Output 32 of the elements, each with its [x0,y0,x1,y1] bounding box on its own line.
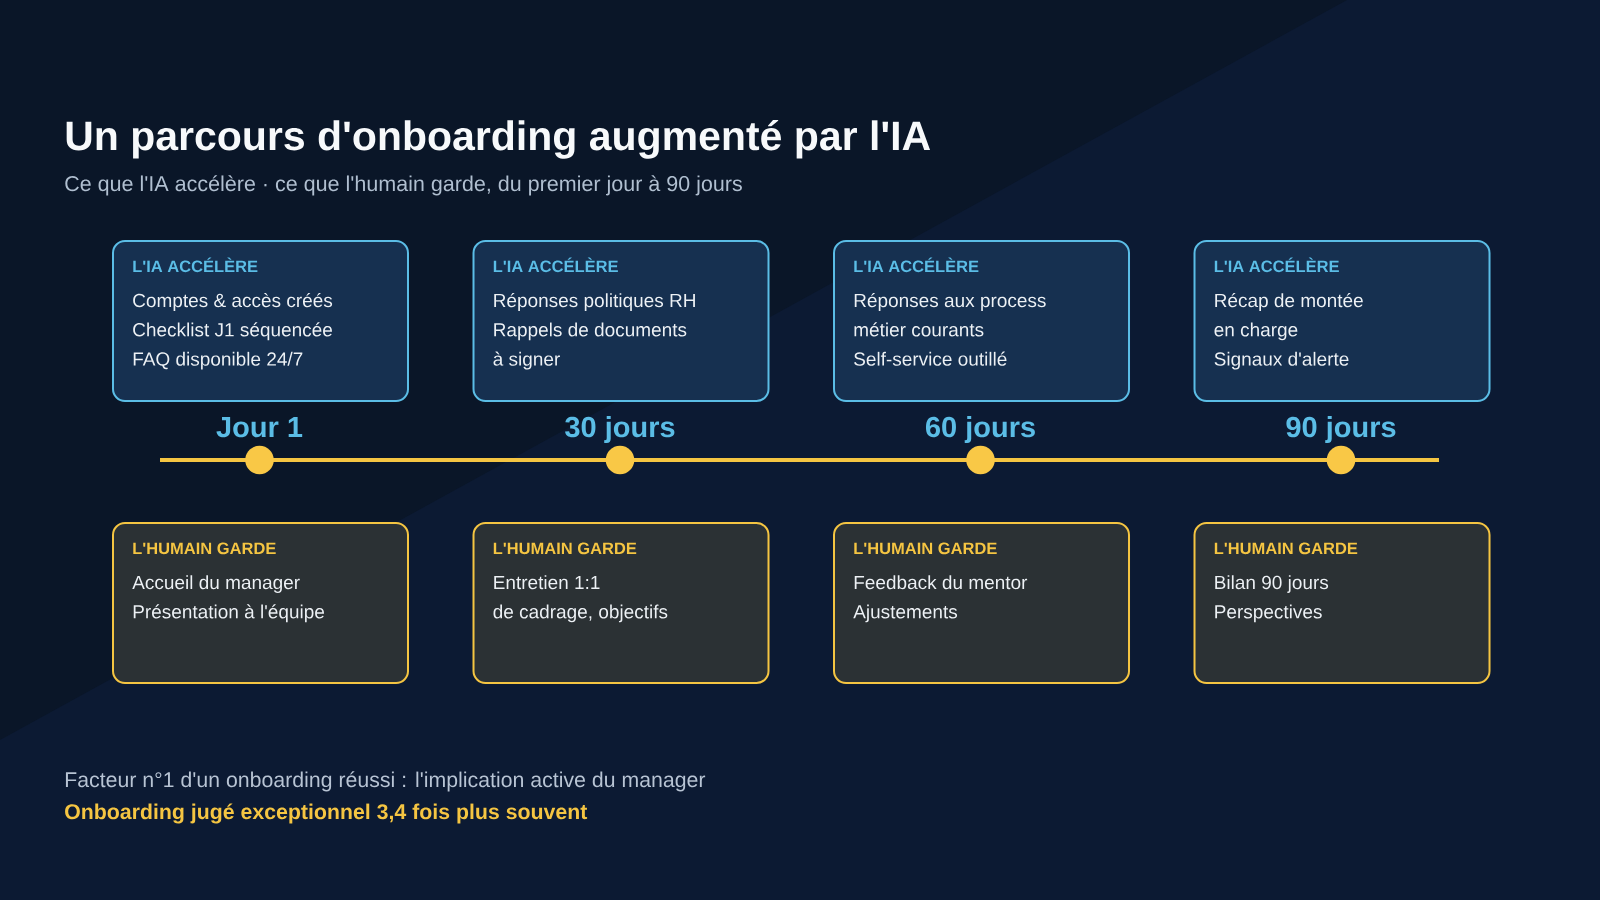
list-item: Comptes & accès créés [133,293,333,311]
list-item: Signaux d'alerte [1214,351,1349,370]
card-heading: L'HUMAIN GARDE [854,542,997,555]
card-heading: L'HUMAIN GARDE [493,542,637,555]
list-item: Récap de montée en charge [1214,293,1363,341]
list-item: Accueil du manager [132,575,300,593]
list-item: Réponses politiques RH [494,293,695,311]
subtitle: Ce que l'IA accélère · ce que l'humain garde, du premier jour à 90 jours [65,175,742,196]
list-item: Présentation à l'équipe [133,604,324,623]
card-heading: L'IA ACCÉLÈRE [493,257,618,273]
milestone-label: 90 jours [1286,416,1396,444]
list-item: Entretien 1:1 de cadrage, objectifs [493,575,668,623]
list-item: Perspectives [1215,604,1322,623]
card-heading: L'HUMAIN GARDE [133,542,276,555]
title: Un parcours d'onboarding augmenté par l'IA [66,119,931,159]
milestone-label: 60 jours [925,416,1035,444]
card-heading: L'IA ACCÉLÈRE [133,257,258,273]
list-item: Self-service outillé [854,351,1007,366]
list-item: Ajustements [853,604,958,623]
list-item: Bilan 90 jours [1215,575,1329,593]
list-item: Checklist J1 séquencée [133,322,332,341]
list-item: Feedback du mentor [854,575,1028,590]
list-item: Réponses aux process métier courants [854,293,1046,337]
card-heading: L'IA ACCÉLÈRE [1214,257,1339,273]
list-item: FAQ disponible 24/7 [133,351,303,370]
card-heading: L'HUMAIN GARDE [1214,542,1358,555]
footnote: Onboarding jugé exceptionnel 3,4 fois plus souvent [65,803,588,824]
milestone-label: 30 jours [565,416,675,444]
card-heading: L'IA ACCÉLÈRE [854,257,979,273]
footnote: Facteur n°1 d'un onboarding réussi : l'implication active du manager [65,771,706,792]
list-item: Rappels de documents à signer [493,322,687,370]
milestone-label: Jour 1 [216,417,303,438]
